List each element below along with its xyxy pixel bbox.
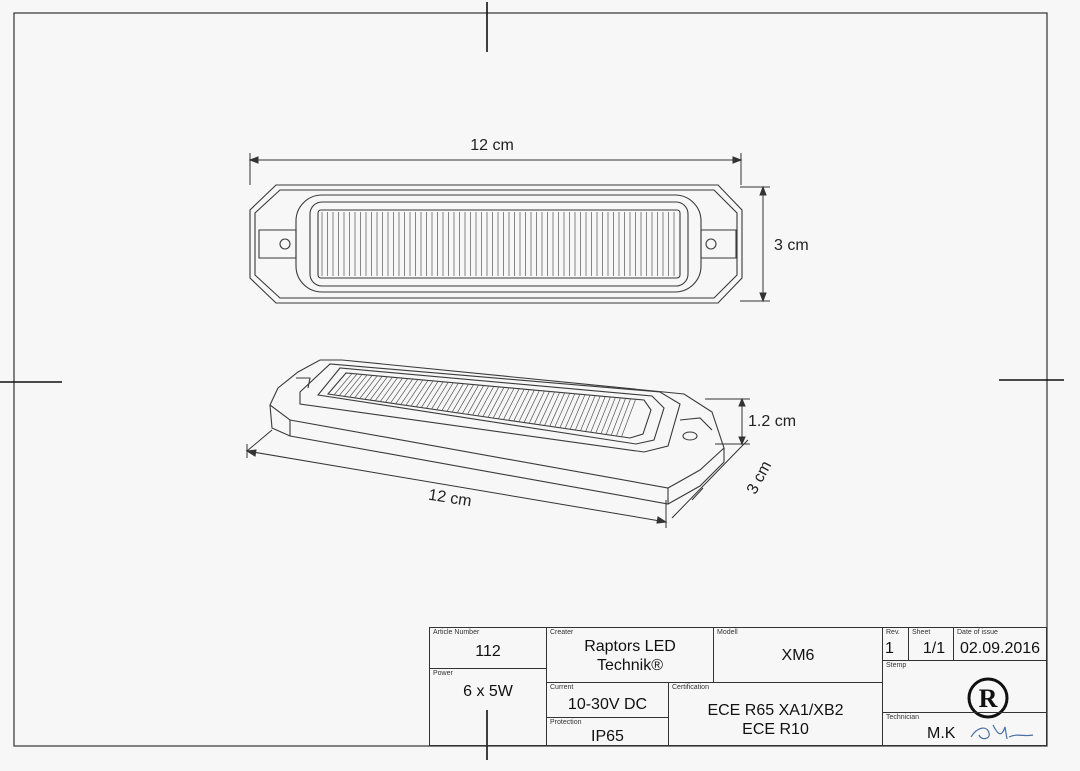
sheet-label: Sheet [912,629,931,636]
iso-top-face [299,363,681,453]
article-number-cell: Article Number 112 [429,627,547,669]
current-label: Current [550,684,574,691]
top-view-lens-ribs [321,212,675,276]
modell-cell: Modell XM6 [713,627,883,683]
rev-value: 1 [885,640,894,657]
certification-line2: ECE R10 [742,721,809,738]
protection-value: IP65 [591,728,624,745]
top-view-lens-outer [309,201,689,287]
creater-label: Creater [550,629,574,636]
protection-cell: Protection IP65 [546,717,669,746]
iso-width-label: 3 cm [744,458,775,497]
stemp-label: Stemp [886,662,907,669]
iso-length-label: 12 cm [427,487,473,511]
top-view [249,184,743,304]
left-mount-tab [258,229,297,259]
top-width-label: 3 cm [774,237,809,254]
right-mount-hole [705,238,717,250]
iso-left-tab [296,377,311,389]
technician-signature [970,724,1034,740]
certification-line1: ECE R65 XA1/XB2 [707,702,844,719]
certification-cell: Certification ECE R65 XA1/XB2 ECE R10 [668,682,883,746]
current-value: 10-30V DC [567,696,648,713]
iso-lens-outer [316,367,665,445]
creater-line1: Raptors LED [584,638,676,655]
technician-cell: Technician M.K [882,712,1047,746]
right-mount-tab [700,229,737,259]
power-cell: Power 6 x 5W [429,668,547,746]
company-logo-letter: R [979,684,998,713]
iso-dimension-lines [245,397,750,528]
protection-label: Protection [550,719,582,726]
iso-height-label: 1.2 cm [748,413,796,430]
company-logo: R [967,677,1009,719]
creater-cell: Creater Raptors LED Technik® [546,627,714,683]
top-length-label: 12 cm [470,137,514,154]
date-label: Date of issue [957,629,998,636]
top-view-housing-inner [254,189,738,299]
iso-right-mount-hole [682,431,698,441]
top-view-lens [317,209,681,279]
iso-housing-bottom [269,404,725,505]
article-number-value: 112 [475,643,501,660]
centering-marks [0,2,1064,760]
date-cell: Date of issue 02.09.2016 [953,627,1047,661]
date-value: 02.09.2016 [959,640,1041,657]
iso-lens [326,372,652,439]
top-dimension-lines [248,153,770,303]
certification-label: Certification [672,684,709,691]
current-cell: Current 10-30V DC [546,682,669,718]
iso-view [269,359,725,505]
iso-housing [269,359,725,489]
iso-lens-ribs [333,373,636,437]
power-label: Power [433,670,453,677]
left-mount-hole [279,238,291,250]
technician-value: M.K [927,725,956,742]
rev-label: Rev. [886,629,900,636]
sheet-value: 1/1 [922,640,946,657]
modell-value: XM6 [781,647,815,664]
technician-label: Technician [886,714,920,721]
creater-line2: Technik® [596,657,664,674]
stemp-cell: Stemp R [882,660,1047,719]
power-value: 6 x 5W [463,683,513,700]
top-view-housing [249,184,743,304]
article-number-label: Article Number [433,629,480,636]
sheet-cell: Sheet 1/1 [908,627,954,661]
modell-label: Modell [717,629,738,636]
rev-cell: Rev. 1 [882,627,909,661]
